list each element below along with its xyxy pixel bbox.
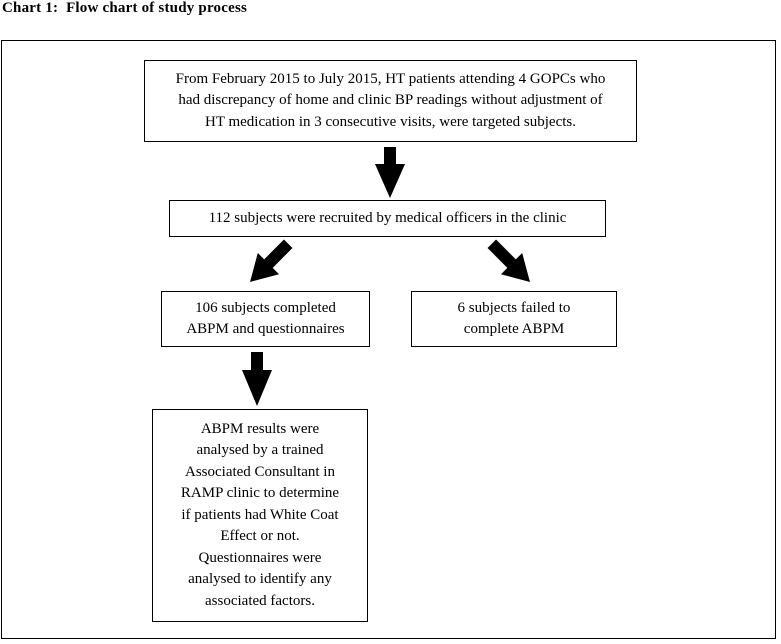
arrow-down-icon: [375, 147, 405, 198]
node-completed: 106 subjects completed ABPM and question…: [161, 291, 370, 347]
node-text-line: Questionnaires were: [198, 549, 322, 566]
node-recruited: 112 subjects were recruited by medical o…: [169, 200, 606, 237]
node-text-line: if patients had White Coat: [181, 506, 339, 523]
node-text-line: RAMP clinic to determine: [180, 485, 340, 502]
node-text-line: associated factors.: [205, 592, 315, 609]
node-text-line: Effect or not.: [220, 528, 300, 545]
arrow-down-right-icon: [487, 239, 530, 282]
arrow-down-left-icon: [250, 239, 293, 282]
node-recruitment-criteria: From February 2015 to July 2015, HT pati…: [144, 60, 637, 142]
node-text-line: analysed by a trained: [196, 442, 324, 459]
diagram-frame: [1, 40, 776, 639]
arrow-down-icon: [242, 352, 272, 406]
node-text-line: ABPM and questionnaires: [186, 321, 345, 337]
node-text-line: Associated Consultant in: [184, 463, 335, 480]
node-text-line: 112 subjects were recruited by medical o…: [208, 209, 567, 226]
node-text-line: complete ABPM: [463, 321, 565, 337]
node-text-line: 6 subjects failed to: [457, 299, 571, 316]
node-failed: 6 subjects failed to complete ABPM: [411, 291, 617, 347]
node-text-line: analysed to identify any: [188, 571, 332, 588]
node-text-line: HT medication in 3 consecutive visits, w…: [204, 113, 576, 130]
node-text-line: had discrepancy of home and clinic BP re…: [178, 92, 603, 109]
node-analysis: ABPM results were analysed by a trained …: [152, 409, 368, 622]
chart-title: Chart 1: Flow chart of study process: [2, 0, 248, 16]
node-text-line: From February 2015 to July 2015, HT pati…: [175, 70, 606, 87]
node-text-line: 106 subjects completed: [195, 299, 336, 316]
node-text-line: ABPM results were: [200, 420, 320, 437]
